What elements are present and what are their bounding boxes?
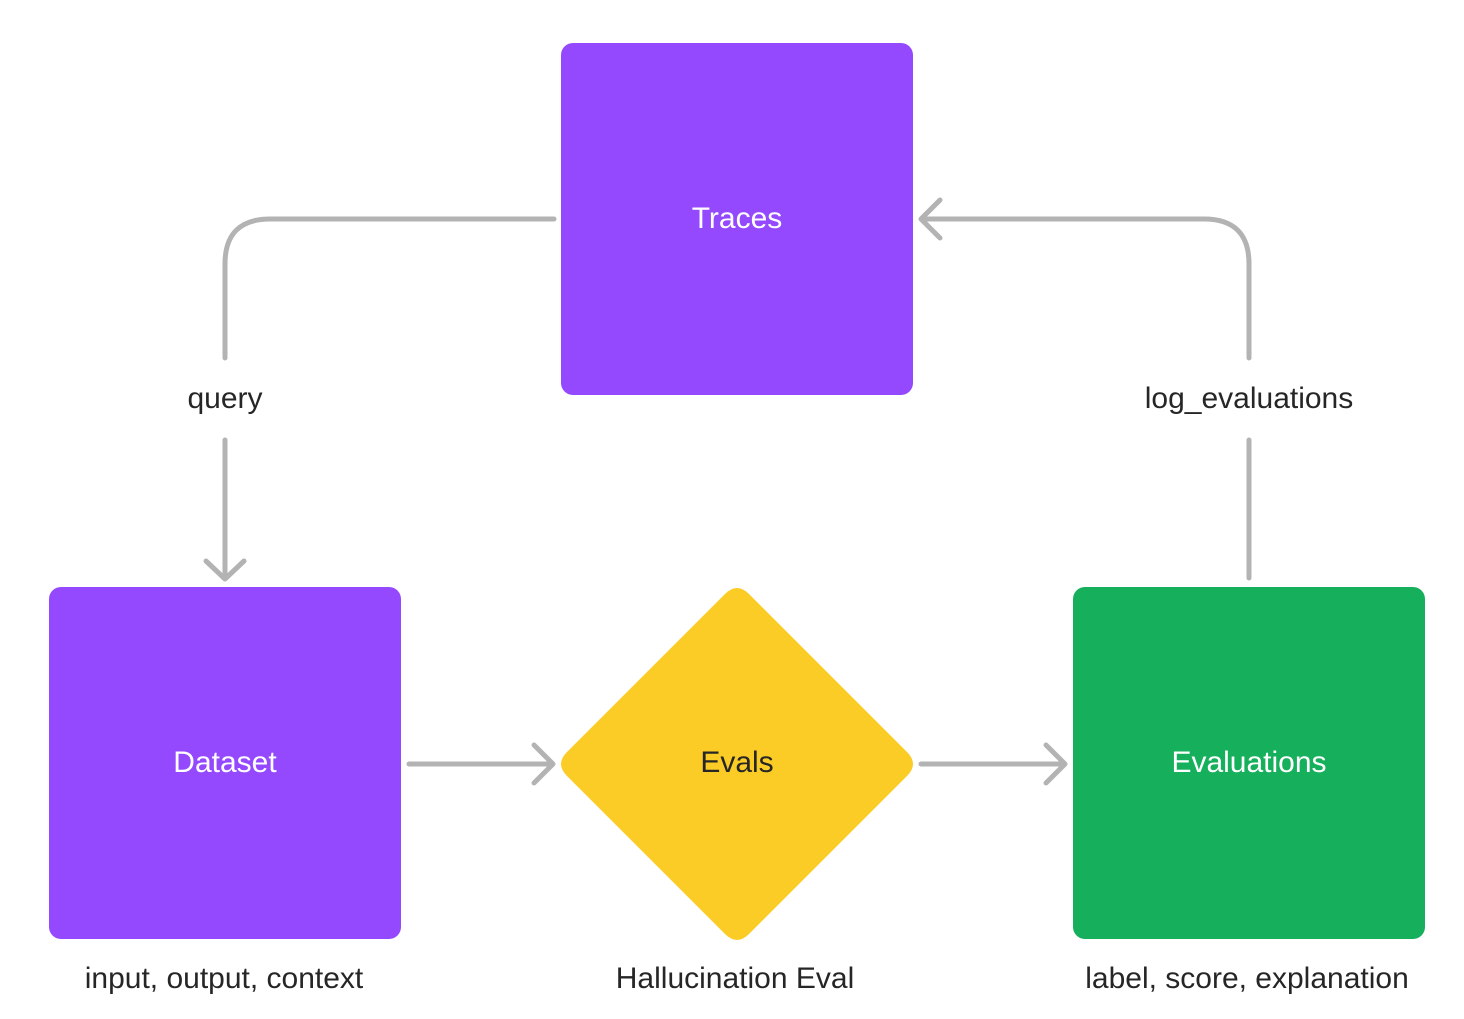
log-evaluations-connector-upper bbox=[919, 216, 1252, 361]
evals-to-evaluations-arrowhead bbox=[1043, 742, 1068, 786]
evals-node bbox=[561, 588, 913, 940]
dataset-to-evals-arrowhead bbox=[531, 742, 556, 786]
log-evaluations-edge-label: log_evaluations bbox=[1145, 382, 1354, 415]
evaluations-label: Evaluations bbox=[1171, 746, 1326, 779]
query-edge-label: query bbox=[187, 382, 262, 415]
log-evaluations-arrowhead bbox=[918, 197, 943, 241]
traces-node bbox=[561, 43, 913, 395]
traces-label: Traces bbox=[692, 202, 783, 235]
evaluations-node bbox=[1073, 587, 1425, 939]
dataset-label: Dataset bbox=[173, 746, 277, 779]
evaluations-caption: label, score, explanation bbox=[1085, 962, 1409, 995]
dataset-node bbox=[49, 587, 401, 939]
evals-label: Evals bbox=[700, 746, 773, 779]
query-arrowhead bbox=[203, 558, 247, 582]
evals-caption: Hallucination Eval bbox=[616, 962, 854, 995]
dataset-caption: input, output, context bbox=[85, 962, 364, 995]
query-connector-upper bbox=[222, 216, 557, 361]
